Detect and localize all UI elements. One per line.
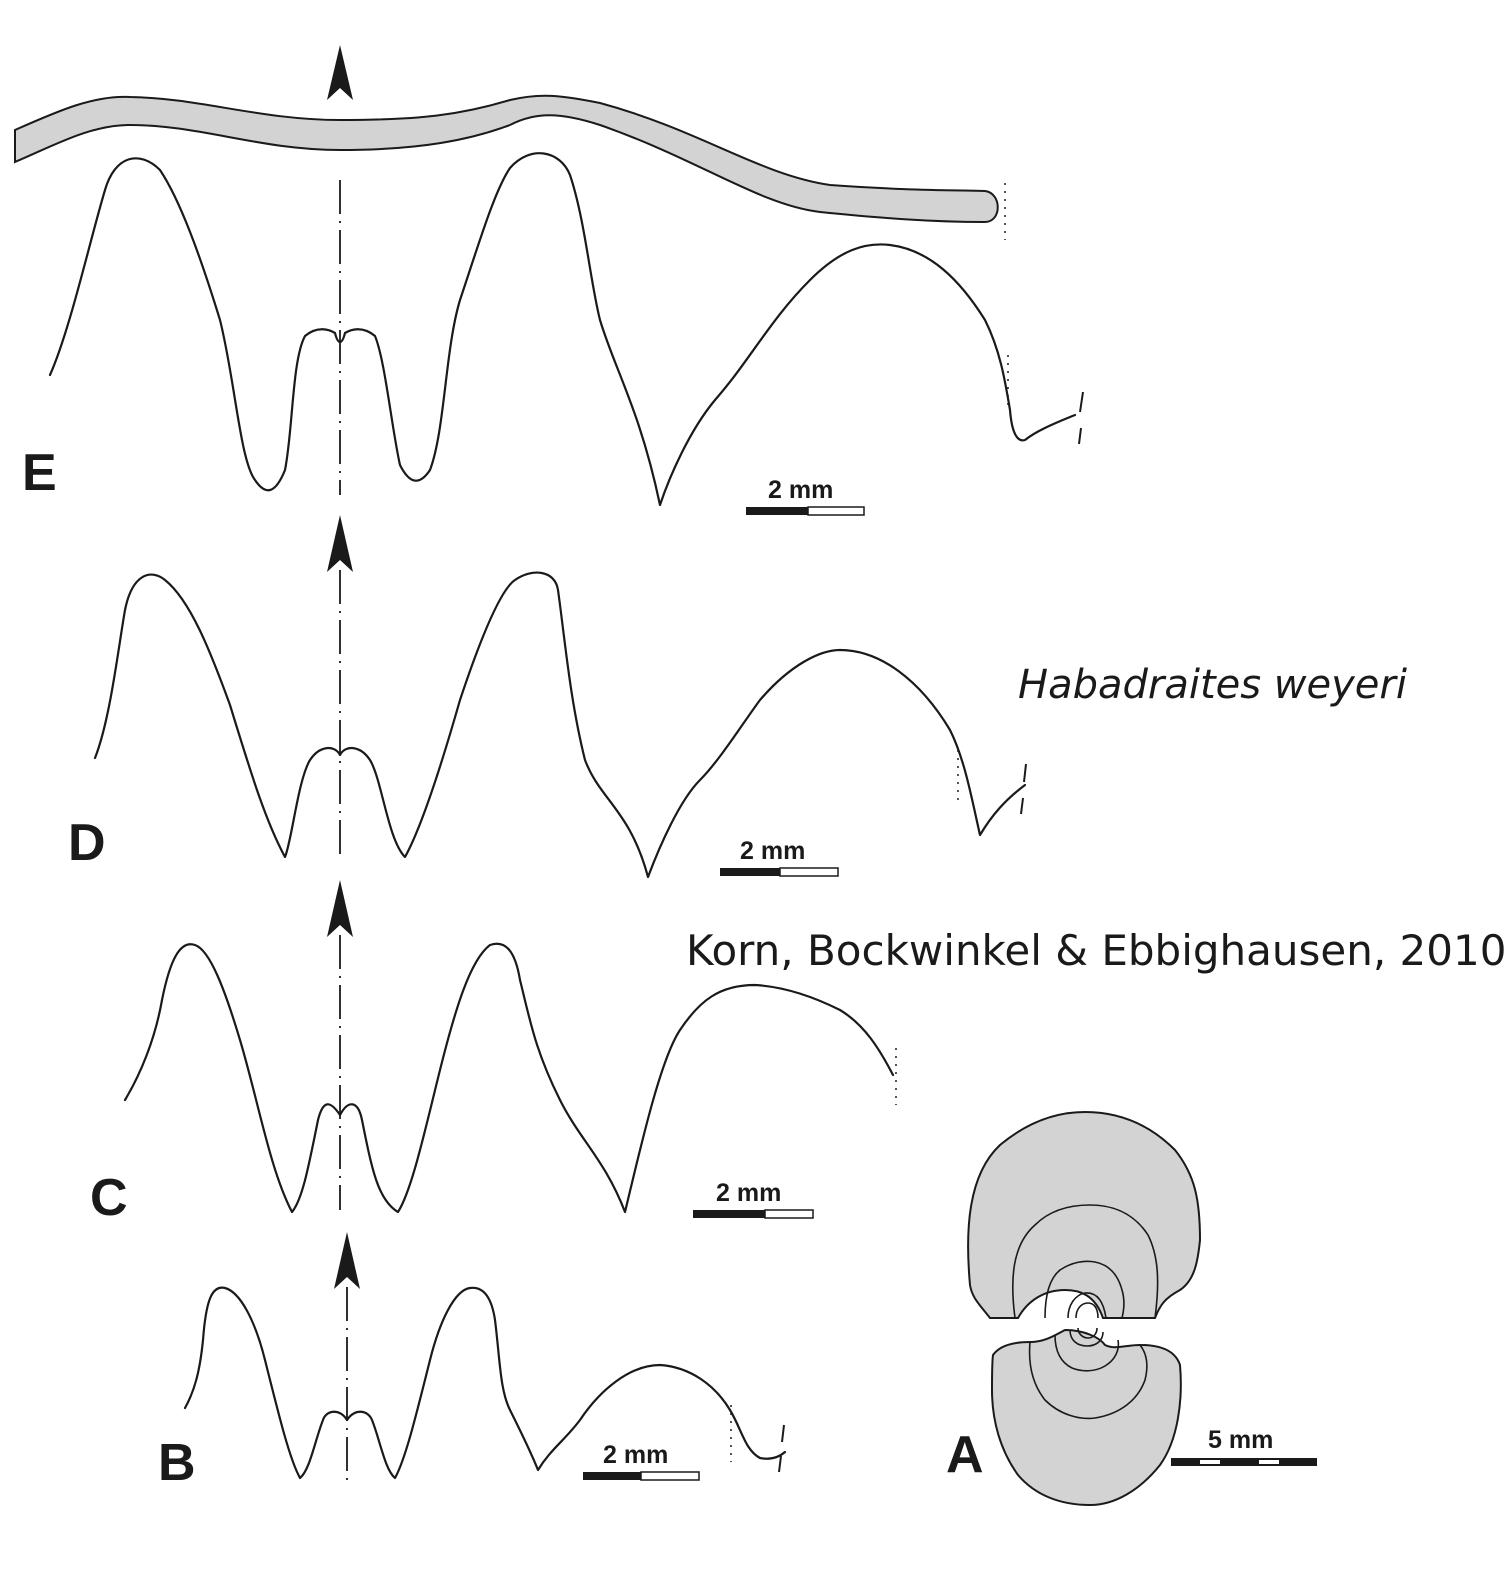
panel-a: A 5 mm: [946, 1110, 1317, 1507]
whorl-5-upper: [1075, 1302, 1099, 1319]
whorl-2-upper: [1011, 1204, 1159, 1319]
suture-line: [123, 942, 895, 1214]
scale-bar-label: 2 mm: [716, 1179, 781, 1207]
scale-bar: 2 mm: [720, 837, 839, 877]
panel-b: B 2 mm: [158, 1232, 787, 1492]
panel-label: C: [90, 1169, 128, 1227]
panel-label: B: [158, 1434, 196, 1492]
scale-bar: 2 mm: [746, 476, 865, 516]
truncation-tick-upper: [1079, 391, 1084, 413]
panel-label: E: [22, 444, 57, 502]
species-authority: Korn, Bockwinkel & Ebbighausen, 2010: [686, 926, 1505, 975]
panel-d: D 2 mm: [68, 515, 1027, 879]
whorl-4-upper: [1067, 1292, 1107, 1319]
truncation-tick-upper: [1023, 763, 1027, 783]
scale-bar: 2 mm: [583, 1441, 700, 1481]
species-name: Habadraites weyeri: [1018, 662, 1407, 708]
suture-line: [183, 1286, 787, 1480]
outer-whorl-lower: [990, 1328, 1182, 1507]
ventral-arrow-head: [327, 880, 353, 937]
panel-e: E 2 mm: [14, 45, 1084, 516]
scale-bar-label: 2 mm: [768, 476, 833, 504]
whorl-2-lower: [1028, 1341, 1148, 1420]
truncation-tick-upper: [781, 1424, 785, 1443]
scale-bar-label: 2 mm: [740, 837, 805, 865]
scale-bar-label: 5 mm: [1208, 1426, 1273, 1454]
scale-bar: 2 mm: [693, 1179, 814, 1219]
panel-c: C 2 mm: [90, 880, 897, 1227]
scale-bar: 5 mm: [1171, 1426, 1317, 1466]
ventral-arrow-head: [327, 45, 353, 100]
whorl-3-lower: [1054, 1334, 1120, 1372]
suture-line: [48, 152, 1077, 507]
outer-whorl-upper: [967, 1110, 1202, 1319]
truncation-tick-lower: [1078, 427, 1082, 445]
scale-bar-label: 2 mm: [603, 1441, 668, 1469]
truncation-tick-lower: [1020, 797, 1024, 815]
ventral-arrow-head: [334, 1232, 360, 1289]
whorl-3-upper: [1044, 1260, 1125, 1319]
whorl-5-lower: [1077, 1327, 1098, 1339]
truncation-tick-lower: [778, 1455, 782, 1473]
ventral-arrow-head: [327, 515, 353, 572]
suture-line: [93, 571, 1027, 879]
panel-label: D: [68, 814, 106, 872]
panel-label: A: [946, 1426, 984, 1484]
whorl-section-band: [14, 94, 999, 224]
whorl-4-lower: [1069, 1329, 1104, 1347]
